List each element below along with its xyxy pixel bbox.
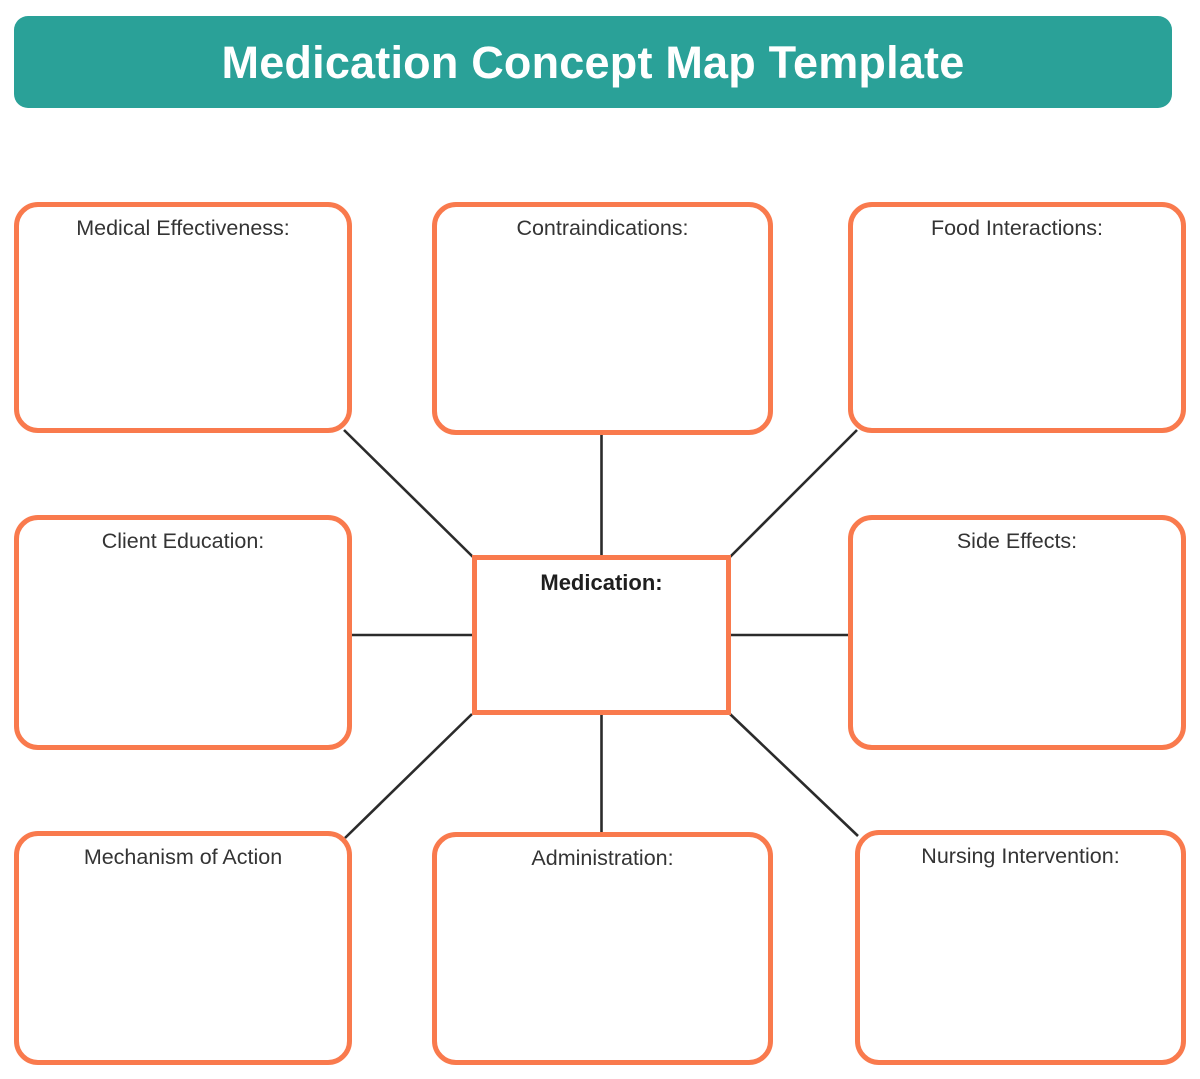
node-label-food-interactions: Food Interactions:	[930, 216, 1104, 240]
connector-medication-to-medical-effectiveness	[343, 429, 474, 558]
node-mechanism-of-action[interactable]: Mechanism of Action	[14, 831, 352, 1065]
connector-medication-to-mechanism-of-action	[344, 713, 473, 839]
node-label-contraindications: Contraindications:	[516, 216, 689, 240]
node-client-education[interactable]: Client Education:	[14, 515, 352, 750]
node-label-client-education: Client Education:	[101, 529, 265, 553]
page-title: Medication Concept Map Template	[221, 36, 965, 88]
node-administration[interactable]: Administration:	[432, 832, 773, 1065]
node-contraindications[interactable]: Contraindications:	[432, 202, 773, 435]
node-medical-effectiveness[interactable]: Medical Effectiveness:	[14, 202, 352, 433]
node-label-side-effects: Side Effects:	[956, 529, 1078, 553]
node-medication-central[interactable]: Medication:	[472, 555, 731, 715]
node-label-medication: Medication:	[540, 570, 663, 595]
connector-medication-to-nursing-intervention	[729, 713, 859, 837]
connector-medication-to-food-interactions	[729, 429, 858, 558]
node-label-mechanism-of-action: Mechanism of Action	[83, 845, 283, 869]
node-side-effects[interactable]: Side Effects:	[848, 515, 1186, 750]
node-nursing-intervention[interactable]: Nursing Intervention:	[855, 830, 1186, 1065]
node-label-nursing-intervention: Nursing Intervention:	[921, 844, 1120, 868]
node-label-administration: Administration:	[531, 846, 674, 870]
node-food-interactions[interactable]: Food Interactions:	[848, 202, 1186, 433]
page-title-banner: Medication Concept Map Template	[14, 16, 1172, 108]
node-label-medical-effectiveness: Medical Effectiveness:	[76, 216, 290, 240]
